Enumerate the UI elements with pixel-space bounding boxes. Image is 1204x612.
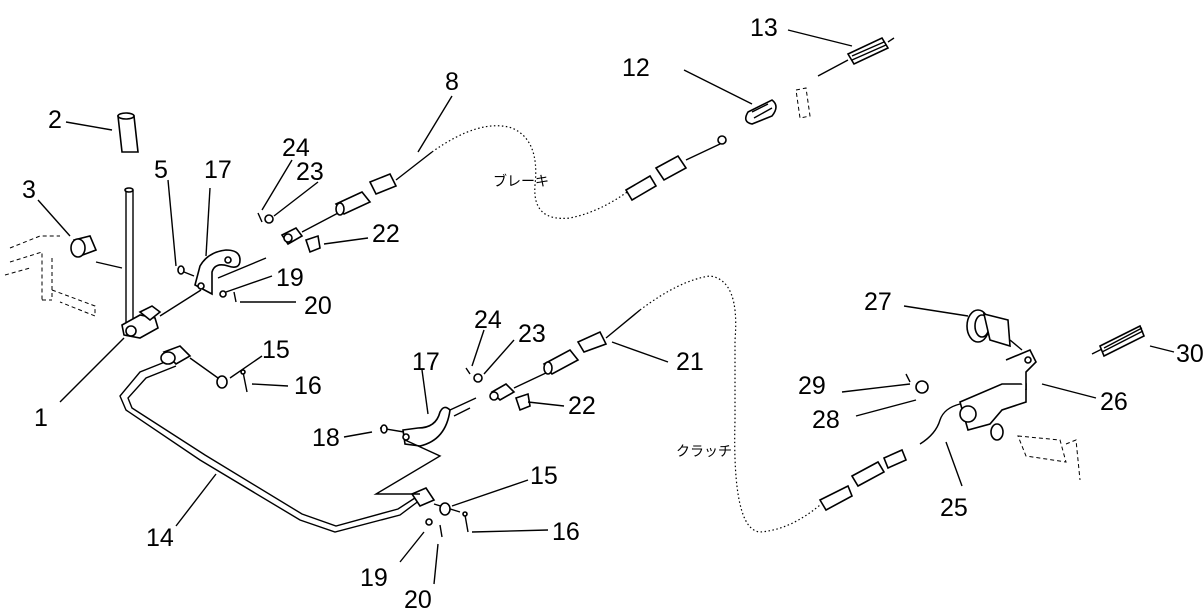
washer-pin-set-a bbox=[216, 290, 469, 538]
callout-19-lower: 19 bbox=[360, 564, 388, 592]
callout-14: 14 bbox=[146, 524, 174, 552]
mount-bracket-left bbox=[4, 235, 96, 317]
brake-cable-far-end bbox=[624, 36, 895, 202]
bracket-upper bbox=[159, 249, 241, 317]
callout-24-lower: 24 bbox=[474, 306, 502, 334]
callout-17-upper: 17 bbox=[204, 156, 232, 184]
clutch-cable-far-end bbox=[818, 403, 961, 512]
callout-13: 13 bbox=[750, 14, 778, 42]
callout-21: 21 bbox=[676, 348, 704, 376]
clutch-arm-assembly bbox=[905, 309, 1146, 481]
callout-2: 2 bbox=[48, 106, 62, 134]
callout-20-lower: 20 bbox=[404, 586, 432, 612]
brake-cable-label: ブレーキ bbox=[493, 173, 549, 190]
clutch-cable-end bbox=[453, 309, 641, 417]
callout-22-upper: 22 bbox=[372, 220, 400, 248]
leader-lines bbox=[37, 29, 1175, 585]
callout-16-upper: 16 bbox=[294, 372, 322, 400]
callout-26: 26 bbox=[1100, 388, 1128, 416]
callout-28: 28 bbox=[812, 406, 840, 434]
bracket-lower bbox=[373, 397, 477, 495]
callout-8: 8 bbox=[445, 68, 459, 96]
callout-labels: 2 3 5 17 8 12 13 24 23 22 19 20 1 15 16 … bbox=[22, 14, 1204, 612]
callout-15-lower: 15 bbox=[530, 462, 558, 490]
callout-19-upper: 19 bbox=[276, 264, 304, 292]
callout-16-lower: 16 bbox=[552, 518, 580, 546]
callout-27: 27 bbox=[864, 288, 892, 316]
callout-15-upper: 15 bbox=[262, 336, 290, 364]
callout-22-lower: 22 bbox=[568, 392, 596, 420]
callout-30: 30 bbox=[1176, 340, 1204, 368]
cable-routes bbox=[431, 125, 821, 533]
callout-5: 5 bbox=[154, 156, 168, 184]
callout-29: 29 bbox=[798, 372, 826, 400]
callout-1: 1 bbox=[34, 404, 48, 432]
callout-17-lower: 17 bbox=[412, 348, 440, 376]
callout-25: 25 bbox=[940, 494, 968, 522]
brake-cable-end bbox=[217, 151, 433, 279]
callout-12: 12 bbox=[622, 54, 650, 82]
callout-23-lower: 23 bbox=[518, 320, 546, 348]
shift-lever-assembly bbox=[70, 112, 162, 339]
callout-20-upper: 20 bbox=[304, 292, 332, 320]
callout-23-upper: 23 bbox=[296, 158, 324, 186]
callout-18: 18 bbox=[312, 424, 340, 452]
clutch-cable-label: クラッチ bbox=[676, 444, 732, 460]
callout-24-upper: 24 bbox=[282, 134, 310, 162]
callout-3: 3 bbox=[22, 176, 36, 204]
